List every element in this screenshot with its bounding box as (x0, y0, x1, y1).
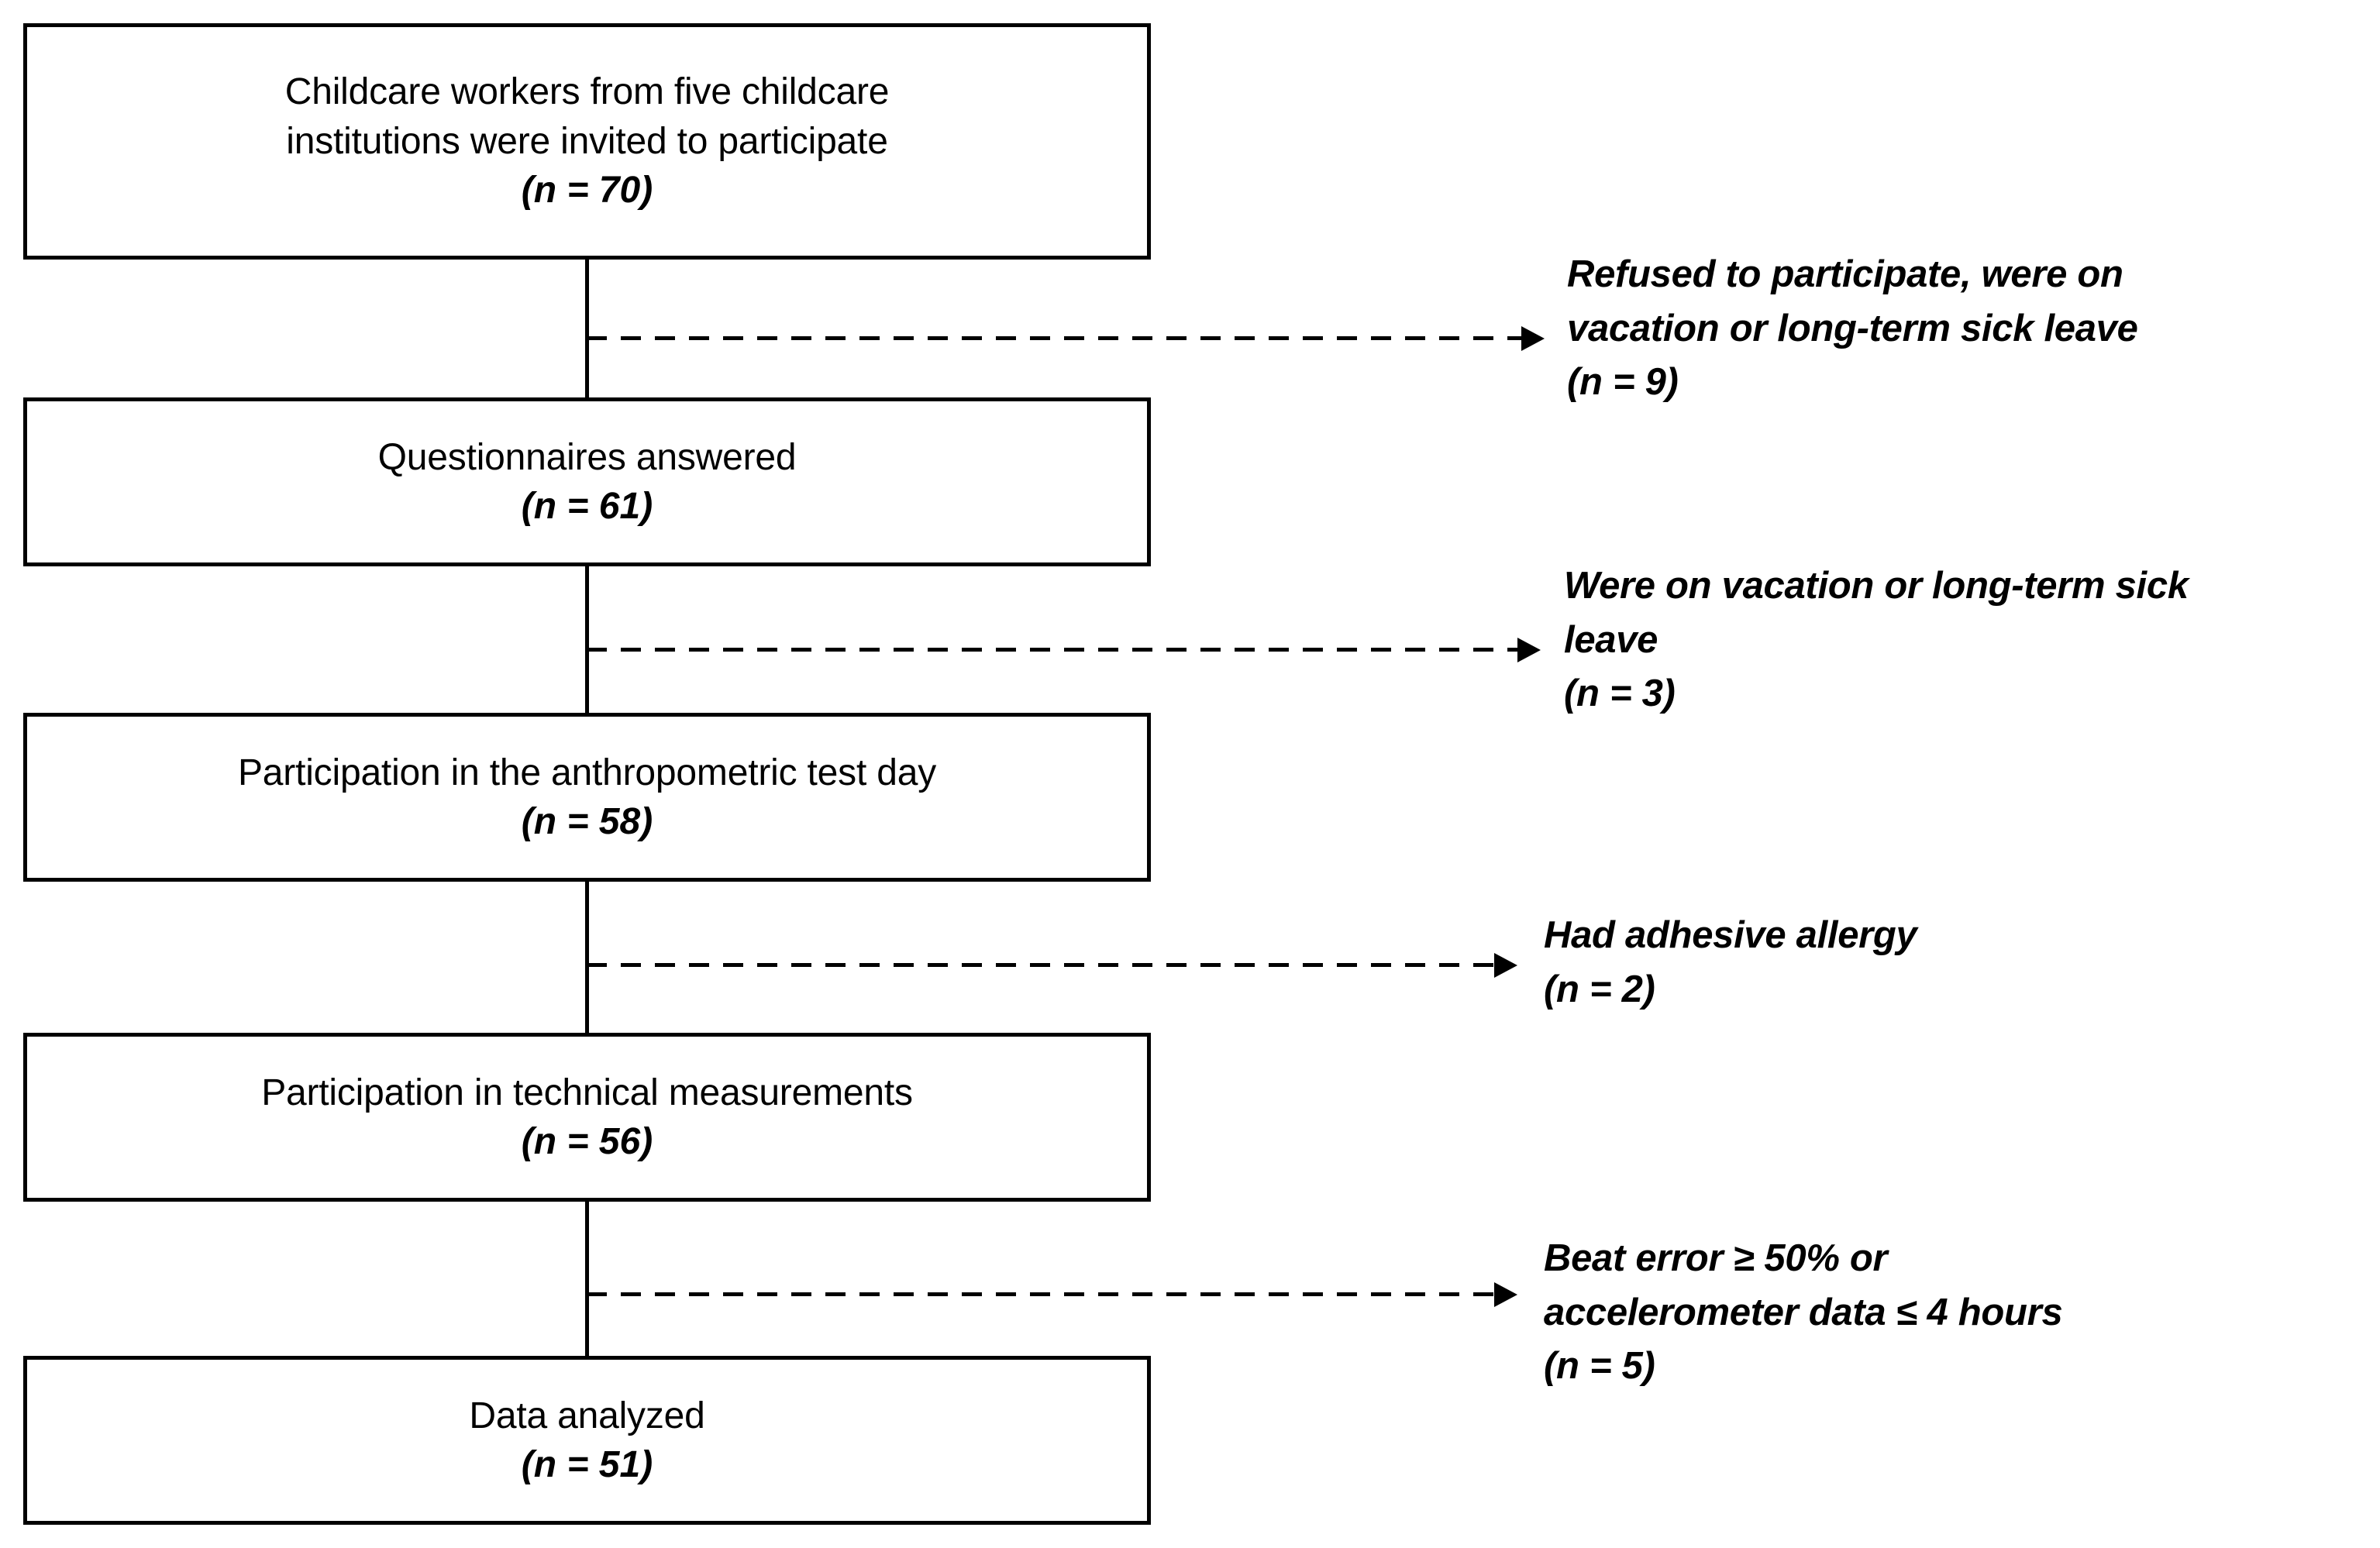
flow-box-text-line: Data analyzed (469, 1395, 705, 1436)
flow-box-text-line: Childcare workers from five childcare (284, 71, 890, 113)
exclusion-arrow-dashed (587, 638, 1541, 662)
flow-box-anthropometric: Participation in the anthropometric test… (23, 713, 1151, 882)
flow-box-analyzed: Data analyzed (n = 51) (23, 1356, 1151, 1525)
exclusion-label-vacation-sick: Were on vacation or long-term sick leave… (1564, 559, 2380, 721)
flow-box-text-line: Participation in technical measurements (261, 1072, 913, 1113)
arrowhead-icon (1521, 326, 1545, 351)
arrowhead-icon (1517, 638, 1541, 662)
connector-line-vertical (585, 260, 589, 399)
flow-box-text-line: Participation in the anthropometric test… (237, 752, 937, 793)
exclusion-arrow-dashed (587, 326, 1545, 351)
flow-box-text-line: Questionnaires answered (377, 436, 797, 478)
exclusion-n-value: (n = 3) (1564, 673, 1676, 715)
exclusion-text-line: Had adhesive allergy (1544, 914, 1917, 956)
flow-box-technical: Participation in technical measurements … (23, 1033, 1151, 1202)
exclusion-n-value: (n = 9) (1567, 361, 1679, 404)
arrowhead-icon (1494, 1282, 1517, 1307)
exclusion-text-line: Beat error ≥ 50% or (1544, 1237, 1888, 1279)
exclusion-arrow-dashed (587, 953, 1517, 978)
flow-box-n-value: (n = 58) (521, 801, 653, 842)
flow-box-n-value: (n = 51) (521, 1444, 653, 1485)
exclusion-label-refused: Refused to participate, were on vacation… (1567, 248, 2380, 410)
flow-box-questionnaires: Questionnaires answered (n = 61) (23, 397, 1151, 566)
flow-box-n-value: (n = 56) (521, 1121, 653, 1162)
exclusion-label-beat-error: Beat error ≥ 50% or accelerometer data ≤… (1544, 1232, 2365, 1394)
exclusion-text-line: Refused to participate, were on (1567, 253, 2123, 295)
exclusion-n-value: (n = 5) (1544, 1345, 1655, 1388)
arrowhead-icon (1494, 953, 1517, 978)
flow-box-n-value: (n = 61) (521, 486, 653, 527)
exclusion-n-value: (n = 2) (1544, 968, 1655, 1010)
flow-box-n-value: (n = 70) (521, 170, 653, 212)
exclusion-text-line: accelerometer data ≤ 4 hours (1544, 1291, 2063, 1333)
exclusion-arrow-dashed (587, 1282, 1517, 1307)
exclusion-text-line: vacation or long-term sick leave (1567, 307, 2138, 349)
connector-line-vertical (585, 1202, 589, 1357)
flow-box-text-line: institutions were invited to participate (286, 120, 888, 162)
connector-line-vertical (585, 882, 589, 1034)
connector-line-vertical (585, 566, 589, 714)
exclusion-text-line: leave (1564, 618, 1658, 661)
exclusion-text-line: Were on vacation or long-term sick (1564, 565, 2189, 607)
flow-box-invited: Childcare workers from five childcare in… (23, 23, 1151, 260)
exclusion-label-adhesive-allergy: Had adhesive allergy (n = 2) (1544, 909, 2365, 1017)
